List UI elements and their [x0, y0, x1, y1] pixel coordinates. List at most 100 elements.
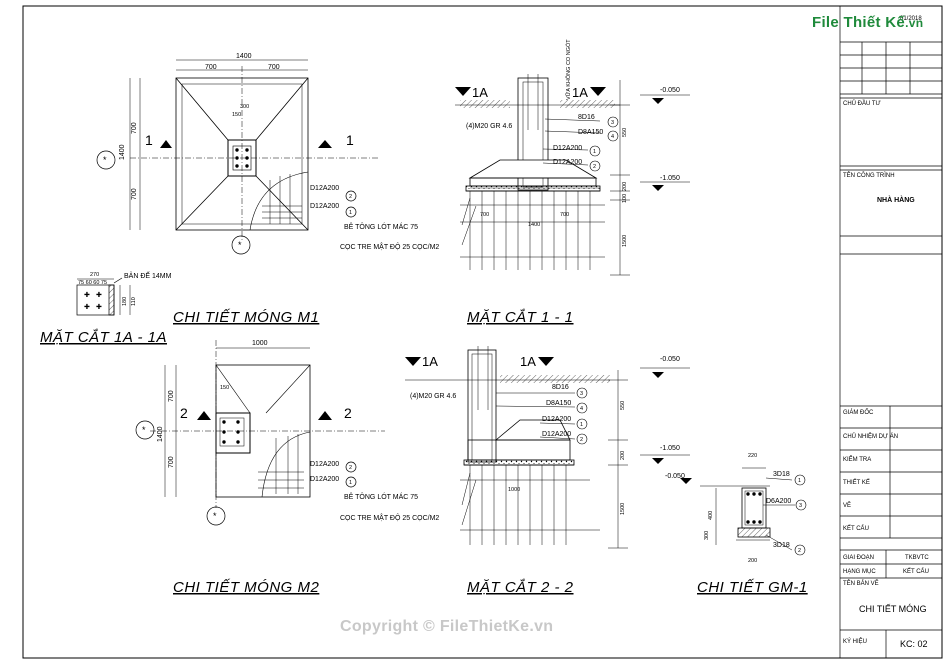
sec1a-d270: 270 — [90, 272, 99, 278]
section-1a-labels: BẢN ĐẾ 14MM 270 75 60 60 75 180 110 — [78, 270, 172, 306]
sec11-r3: 8D16 — [578, 114, 595, 121]
sec22-elev-top: -0.050 — [660, 356, 680, 363]
sec11-mark-left: 1A — [472, 85, 488, 100]
svg-text:✚: ✚ — [96, 303, 102, 311]
sec1a-d75: 75 60 60 75 — [78, 280, 107, 286]
gm1-r1: 3D18 — [773, 471, 790, 478]
section-11-markers — [455, 87, 664, 191]
gm1-n2: 2 — [798, 548, 801, 554]
m2-section-left: 2 — [180, 405, 188, 421]
sec22-r3: 8D16 — [552, 384, 569, 391]
tb-ky-hieu: KC: 02 — [900, 639, 928, 649]
title-mong-m1: CHI TIẾT MÓNG M1 — [173, 308, 319, 326]
m2-arrow-right — [318, 411, 332, 420]
sec11-mark-right: 1A — [572, 85, 588, 100]
section-11 — [455, 74, 690, 276]
gm1-bubbles — [794, 474, 807, 556]
footing-m2-labels: 1000 150 1400 700 700 D12A200 D12A200 2 … — [142, 340, 352, 521]
sec11-n3: 3 — [611, 120, 614, 126]
m2-dim-150: 150 — [220, 385, 229, 391]
tb-giai-doan-value: TKBVTC — [905, 555, 929, 561]
sec11-d700-right: 700 — [560, 212, 569, 218]
gm1-n1: 1 — [798, 478, 801, 484]
sec22-bolts: (4)M20 GR 4.6 — [410, 393, 456, 400]
sec11-d550: 550 — [622, 128, 628, 137]
sec22-r2: D12A200 — [542, 431, 571, 438]
gm1-labels: -0.050 220 3D18 D6A200 3D18 400 300 200 — [665, 453, 791, 564]
gm1-r2: 3D18 — [773, 542, 790, 549]
sec1a-d110: 110 — [131, 297, 137, 306]
m1-arrow-right — [318, 140, 332, 148]
m1-mark-2: 2 — [349, 194, 352, 200]
sec11-d700-left: 700 — [480, 212, 489, 218]
m1-markers — [96, 150, 357, 255]
m1-rebar-2: D12A200 — [310, 185, 339, 192]
footing-m1-labels: 1400 700 700 300 150 1400 700 700 D12A20… — [103, 53, 354, 250]
gm1-d300: 300 — [704, 531, 710, 540]
m2-arrow-left — [197, 411, 211, 420]
tb-ve: VẼ — [843, 502, 851, 509]
sec11-d1400: 1400 — [528, 222, 540, 228]
sec22-mark-left: 1A — [422, 354, 438, 369]
section-22-markers — [405, 357, 664, 464]
tb-ten-ban-ve-label: TÊN BẢN VẼ — [843, 579, 879, 587]
gm1-detail — [700, 467, 795, 551]
title-mat-cat-1a: MẶT CẮT 1A - 1A — [40, 328, 167, 346]
title-mong-m2: CHI TIẾT MÓNG M2 — [173, 578, 319, 596]
tb-hang-muc-value: KẾT CẤU — [903, 568, 929, 575]
sec22-d1500: 1500 — [620, 503, 626, 515]
sec11-d100: 100 — [622, 194, 628, 203]
title-gm1: CHI TIẾT GM-1 — [697, 578, 808, 596]
m1-arrow-left — [160, 140, 172, 148]
sec22-r1: D12A200 — [542, 416, 571, 423]
sec22-lean: BÊ TÔNG LÓT MÁC 75 — [344, 492, 418, 501]
section-11-labels: 1A 1A -0.050 -1.050 (4)M20 GR 4.6 8D16 D… — [340, 39, 680, 251]
m2-mark-2: 2 — [349, 465, 352, 471]
tb-ten-cong-trinh: NHÀ HÀNG — [877, 195, 915, 204]
section-22-bubbles — [576, 387, 588, 445]
sec1a-d180: 180 — [122, 297, 128, 306]
m1-section-left: 1 — [145, 132, 153, 148]
sec22-n2: 2 — [580, 437, 583, 443]
sec11-n4: 4 — [611, 134, 614, 140]
tb-ky-hieu-label: KÝ HIỆU — [843, 637, 867, 645]
sec11-elev-top: -0.050 — [660, 87, 680, 94]
tb-ten-cong-trinh-label: TÊN CÔNG TRÌNH — [843, 171, 895, 179]
m1-dim-a: 700 — [205, 64, 217, 71]
sec11-n1: 1 — [593, 149, 596, 155]
sec11-d1500: 1500 — [622, 235, 628, 247]
sec11-bolts: (4)M20 GR 4.6 — [466, 123, 512, 130]
sec11-r2: D12A200 — [553, 159, 582, 166]
gm1-d220: 220 — [748, 453, 757, 459]
tb-chu-dau-tu: CHỦ ĐẦU TƯ — [843, 100, 881, 107]
copyright-watermark: Copyright © FileThietKe.vn — [340, 618, 554, 635]
m1-dim-b: 700 — [268, 64, 280, 71]
gm1-d200: 200 — [748, 558, 757, 564]
sec22-d550: 550 — [620, 401, 626, 410]
sec22-n3: 3 — [580, 391, 583, 397]
m1-section-right: 1 — [346, 132, 354, 148]
m2-markers — [135, 420, 357, 526]
m2-axis-left: * — [142, 425, 146, 435]
section-22-labels: 1A 1A -0.050 -1.050 (4)M20 GR 4.6 8D16 D… — [340, 354, 680, 522]
m2-dim-side: 1400 — [157, 426, 164, 442]
gm1-n3: 3 — [799, 503, 802, 509]
sec11-lean: BÊ TÔNG LÓT MÁC 75 — [344, 222, 418, 231]
m2-dim-total: 1000 — [252, 340, 268, 347]
title-mat-cat-22: MẶT CẮT 2 - 2 — [467, 578, 574, 596]
m1-dim-side-a: 700 — [131, 122, 138, 134]
m2-dim-a: 700 — [168, 390, 175, 402]
m2-dim-b: 700 — [168, 456, 175, 468]
section-11-bubbles — [589, 116, 619, 172]
tb-thiet-ke: THIẾT KẾ — [843, 479, 870, 486]
svg-text:✚: ✚ — [84, 303, 90, 311]
m1-mark-1: 1 — [349, 210, 352, 216]
brand-logo: File Thiết Kế.vn — [812, 14, 923, 31]
sec1a-plate: BẢN ĐẾ 14MM — [124, 270, 172, 280]
section-1a — [76, 277, 131, 316]
gm1-elev-marker — [680, 478, 692, 484]
m1-dim-side-b: 700 — [131, 188, 138, 200]
tb-date: 01/2018 — [900, 16, 922, 22]
title-block — [839, 5, 943, 659]
